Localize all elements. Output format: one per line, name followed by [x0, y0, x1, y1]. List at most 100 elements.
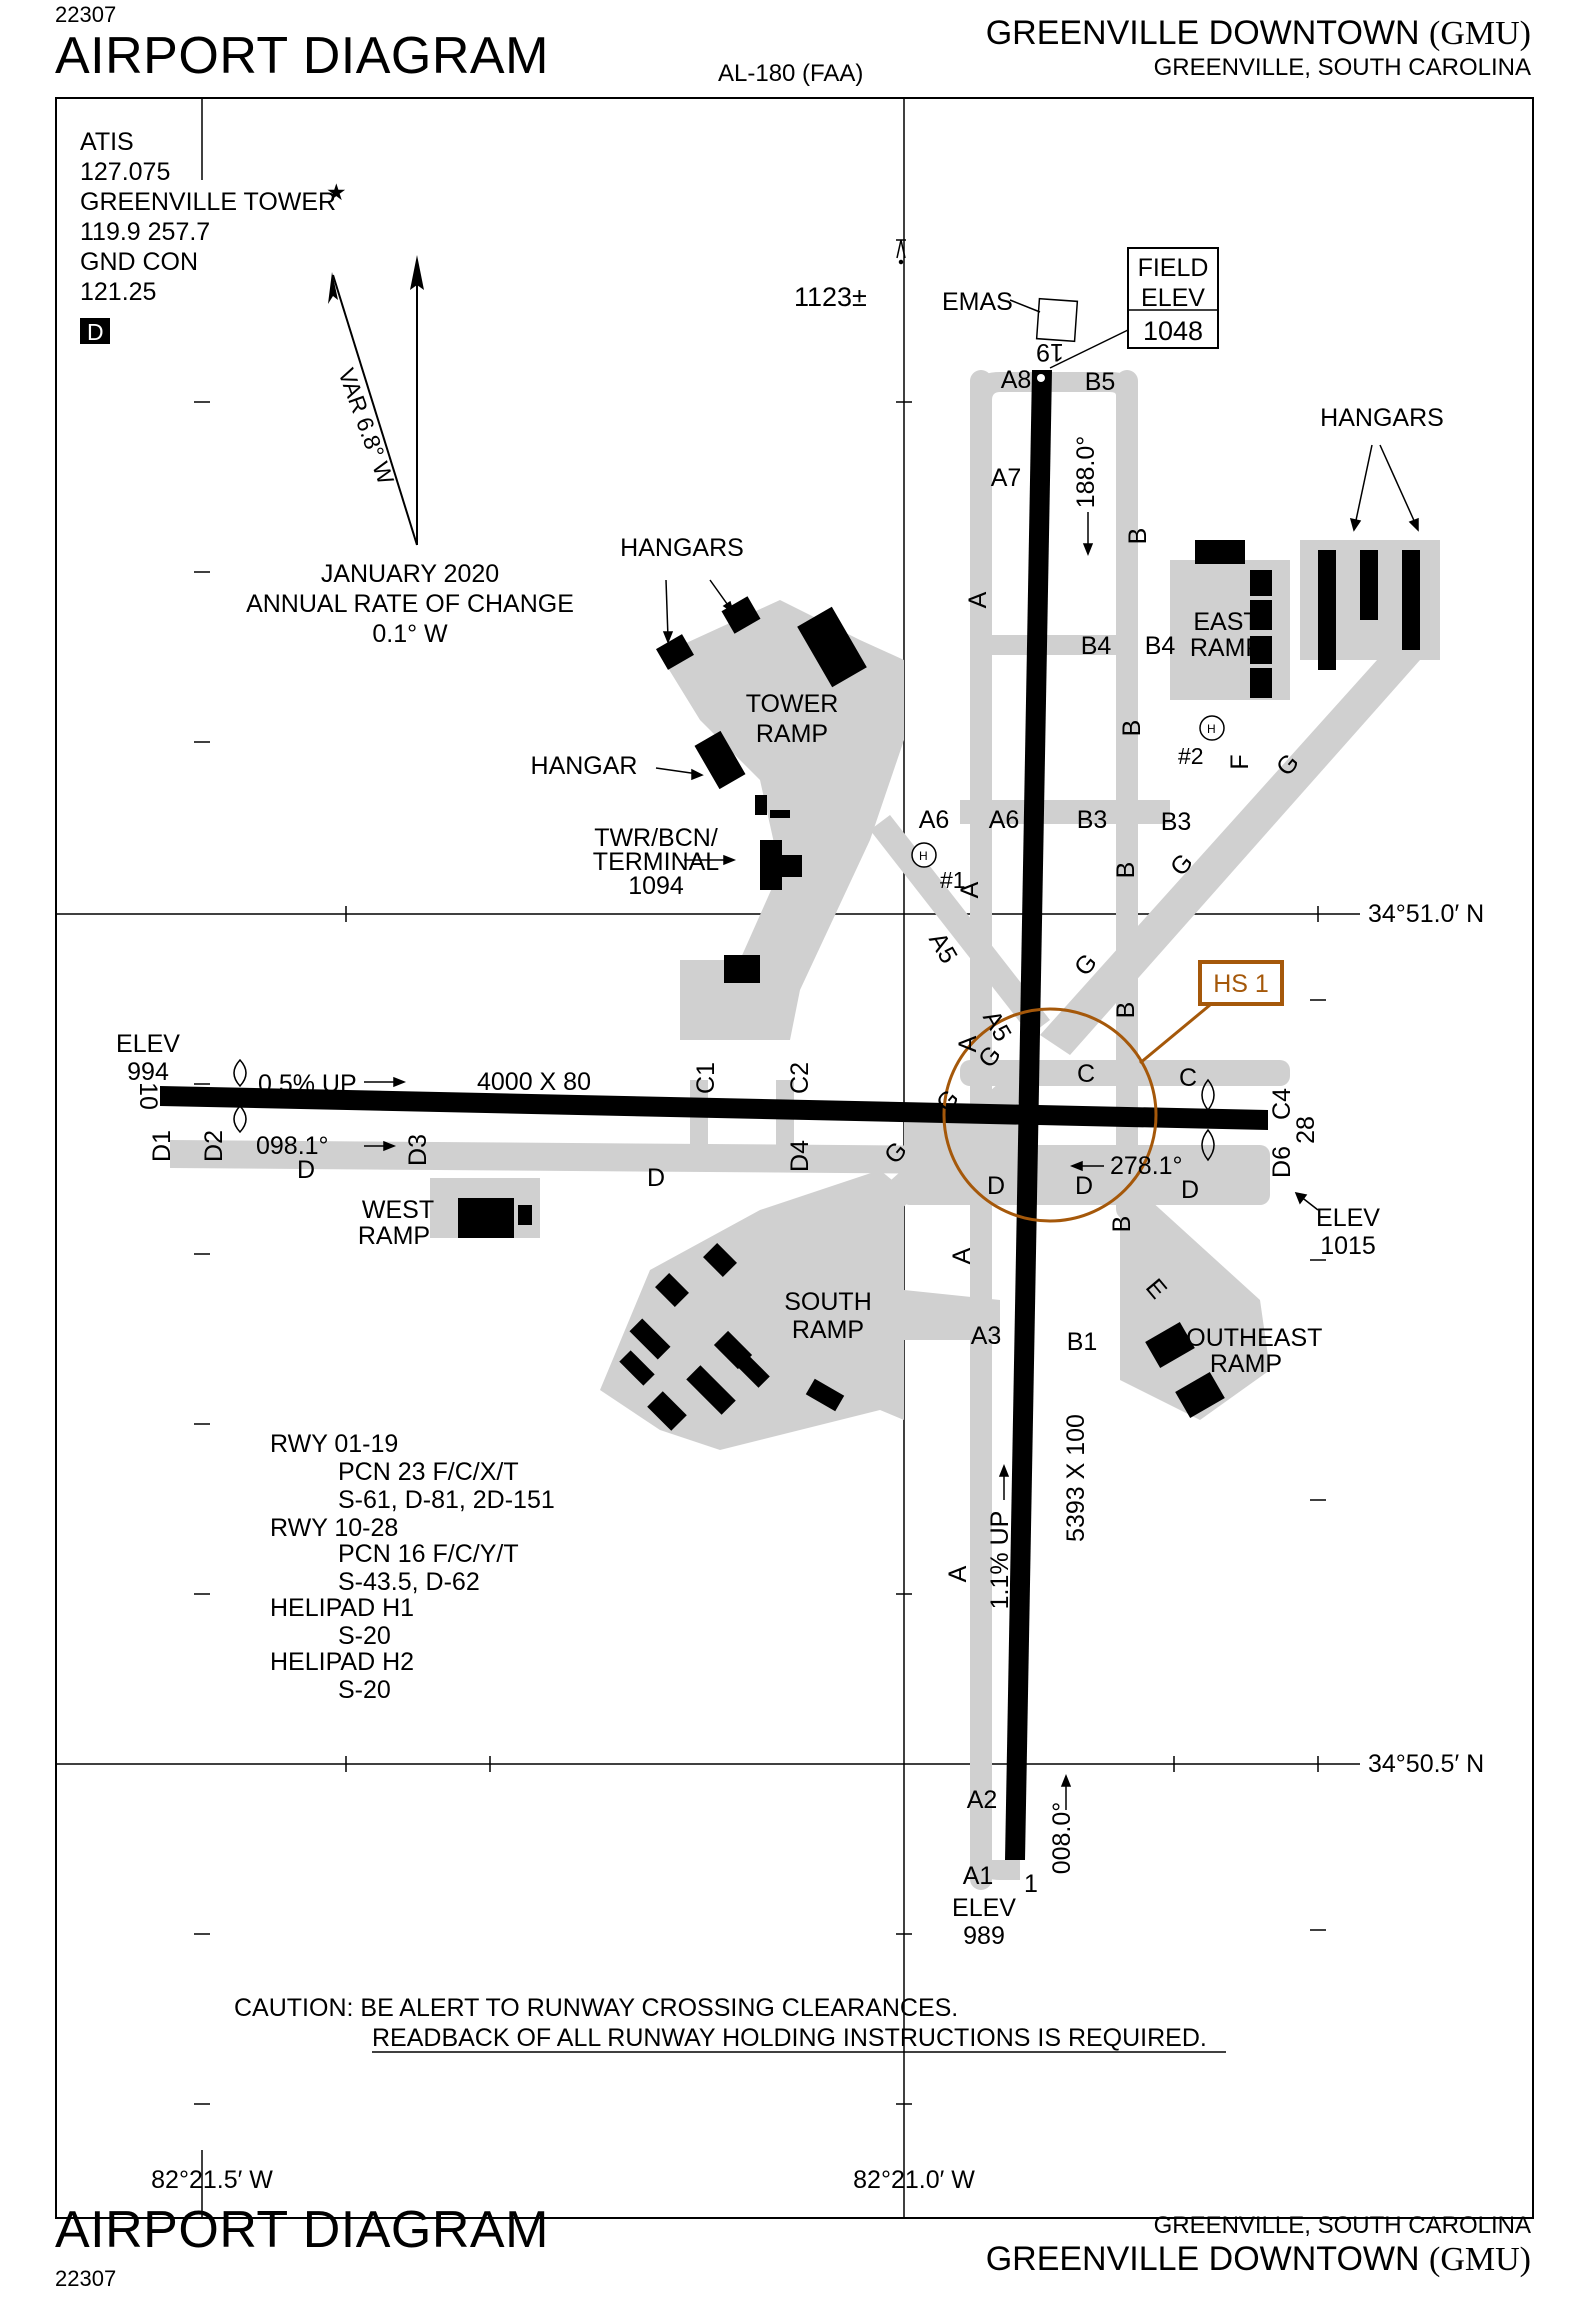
east-ramp-l1: EAST [1193, 608, 1258, 636]
lon-east: 82°21.0′ W [853, 2166, 975, 2194]
twy-a6-e: A6 [989, 806, 1020, 834]
twy-d6: D6 [1268, 1146, 1296, 1178]
south-ramp [600, 1170, 904, 1450]
twy-b-5: B [1108, 1216, 1136, 1233]
helipad-2 [1199, 715, 1225, 741]
emas-label: EMAS [942, 288, 1013, 316]
lat-north: 34°51.0′ N [1368, 900, 1484, 928]
twy-a2: A2 [967, 1786, 998, 1814]
twy-d-4: D [1075, 1172, 1093, 1200]
gnd-label: GND CON [80, 248, 198, 276]
taxiway-b [1116, 370, 1138, 1220]
twy-c1: C1 [692, 1062, 720, 1094]
taxiway-a6-b3 [960, 800, 1170, 824]
footer-airport-name: GREENVILLE DOWNTOWN (GMU) [985, 2240, 1531, 2278]
rwy-data-l3: S-61, D-81, 2D-151 [338, 1486, 555, 1514]
rwy-data-l9: HELIPAD H2 [270, 1648, 414, 1676]
lat-south: 34°50.5′ N [1368, 1750, 1484, 1778]
rwy-data-l6: S-43.5, D-62 [338, 1568, 480, 1596]
rwy-01-number: 1 [1024, 1870, 1038, 1898]
mag-rate-label: ANNUAL RATE OF CHANGE [246, 590, 574, 618]
rwy-28-number: 28 [1292, 1116, 1320, 1144]
rwy-10-elev: 994 [127, 1058, 169, 1086]
twy-c-2: C [1179, 1064, 1197, 1092]
tower-ramp-bldg [724, 955, 760, 983]
al-number: AL-180 (FAA) [718, 60, 864, 87]
twr-label-2: TERMINAL [593, 848, 720, 876]
rwy-data-l4: RWY 10-28 [270, 1514, 398, 1542]
rwy-01-heading: 008.0° [1048, 1802, 1076, 1875]
twy-a-5: A [944, 1565, 972, 1582]
helipad-2-symbol: H [1207, 722, 1216, 736]
caution-line-1: CAUTION: BE ALERT TO RUNWAY CROSSING CLE… [234, 1994, 958, 2022]
rwy-data-l7: HELIPAD H1 [270, 1594, 414, 1622]
mag-date: JANUARY 2020 [321, 560, 499, 588]
terminal [760, 840, 782, 890]
hangar-nw-1 [656, 634, 694, 670]
west-ramp-bldg [458, 1198, 514, 1238]
rwy-19-heading: 188.0° [1072, 436, 1100, 509]
hotspot-box [1198, 960, 1284, 1006]
twy-a1: A1 [963, 1862, 994, 1890]
se-ramp-l1: SOUTHEAST [1170, 1324, 1323, 1352]
rwy-10-slope: 0.5% UP [258, 1070, 357, 1098]
runway-10-28 [160, 1086, 1268, 1130]
leader-arrows [364, 444, 1419, 1810]
twy-a-3: A [954, 1035, 982, 1052]
twy-b4-e: B4 [1145, 632, 1176, 660]
south-bldg-1 [655, 1273, 689, 1307]
caution-line-2: READBACK OF ALL RUNWAY HOLDING INSTRUCTI… [372, 2024, 1207, 2052]
rwy-01-elev-label: ELEV [952, 1894, 1016, 1922]
map-labels: ATIS 127.075 GREENVILLE TOWER ★ 119.9 25… [80, 128, 1484, 2194]
twy-b-4: B [1112, 1002, 1140, 1019]
twy-d-1: D [297, 1156, 315, 1184]
twy-c-1: C [1077, 1060, 1095, 1088]
rwy-28-heading: 278.1° [1110, 1152, 1183, 1180]
north-arrow [328, 255, 424, 546]
field-elev-box [1127, 247, 1219, 349]
rwy-data-l8: S-20 [338, 1622, 391, 1650]
helipad-1-label: #1 [940, 867, 966, 893]
buildings [458, 540, 1420, 1431]
tower-label: GREENVILLE TOWER [80, 188, 336, 216]
twy-a-4: A [948, 1247, 976, 1264]
footer-title: AIRPORT DIAGRAM [55, 2201, 549, 2259]
helipad-1-symbol: H [919, 849, 928, 863]
atis-freq: 127.075 [80, 158, 170, 186]
west-ramp-l1: WEST [362, 1196, 434, 1224]
ne-hangar-1 [1318, 550, 1336, 670]
taxiway-a5 [870, 815, 1050, 1035]
tower-ramp [660, 600, 904, 1040]
ne-hangar-3 [1402, 550, 1420, 650]
twy-d-5: D [1181, 1176, 1199, 1204]
field-elev-l1: FIELD [1138, 254, 1209, 282]
twy-d3: D3 [404, 1134, 432, 1166]
hangar-nw-3 [797, 606, 867, 688]
runways [160, 370, 1268, 1860]
hangars-nw-label: HANGARS [620, 534, 744, 562]
obstacle-elev: 1123± [794, 282, 867, 312]
twy-a6-w: A6 [919, 806, 950, 834]
ne-hangar-2 [1360, 550, 1378, 620]
emas-box [1035, 297, 1079, 343]
east-bldg-1 [1195, 540, 1245, 564]
footer-city-state: GREENVILLE, SOUTH CAROLINA [1153, 2212, 1531, 2239]
rwy-19-number: 19 [1036, 338, 1064, 366]
twy-a-1: A [964, 591, 992, 608]
twy-b-1: B [1124, 528, 1152, 545]
page-title: AIRPORT DIAGRAM [55, 27, 549, 85]
diagram-frame [55, 97, 1534, 2219]
obstacle-symbol [896, 239, 906, 265]
mag-rate-value: 0.1° W [372, 620, 448, 648]
rwy-10-dims: 4000 X 80 [477, 1068, 591, 1096]
twy-b5: B5 [1085, 368, 1116, 396]
helipad-2-label: #2 [1178, 743, 1204, 769]
rwy-28-elev: 1015 [1320, 1232, 1376, 1260]
twy-b3-e: B3 [1161, 808, 1192, 836]
twy-d-3: D [987, 1172, 1005, 1200]
field-elev-value: 1048 [1143, 316, 1203, 346]
tower-freq: 119.9 257.7 [80, 218, 210, 246]
procedure-id: 22307 [55, 2, 117, 27]
hold-symbols [233, 1058, 1215, 1162]
